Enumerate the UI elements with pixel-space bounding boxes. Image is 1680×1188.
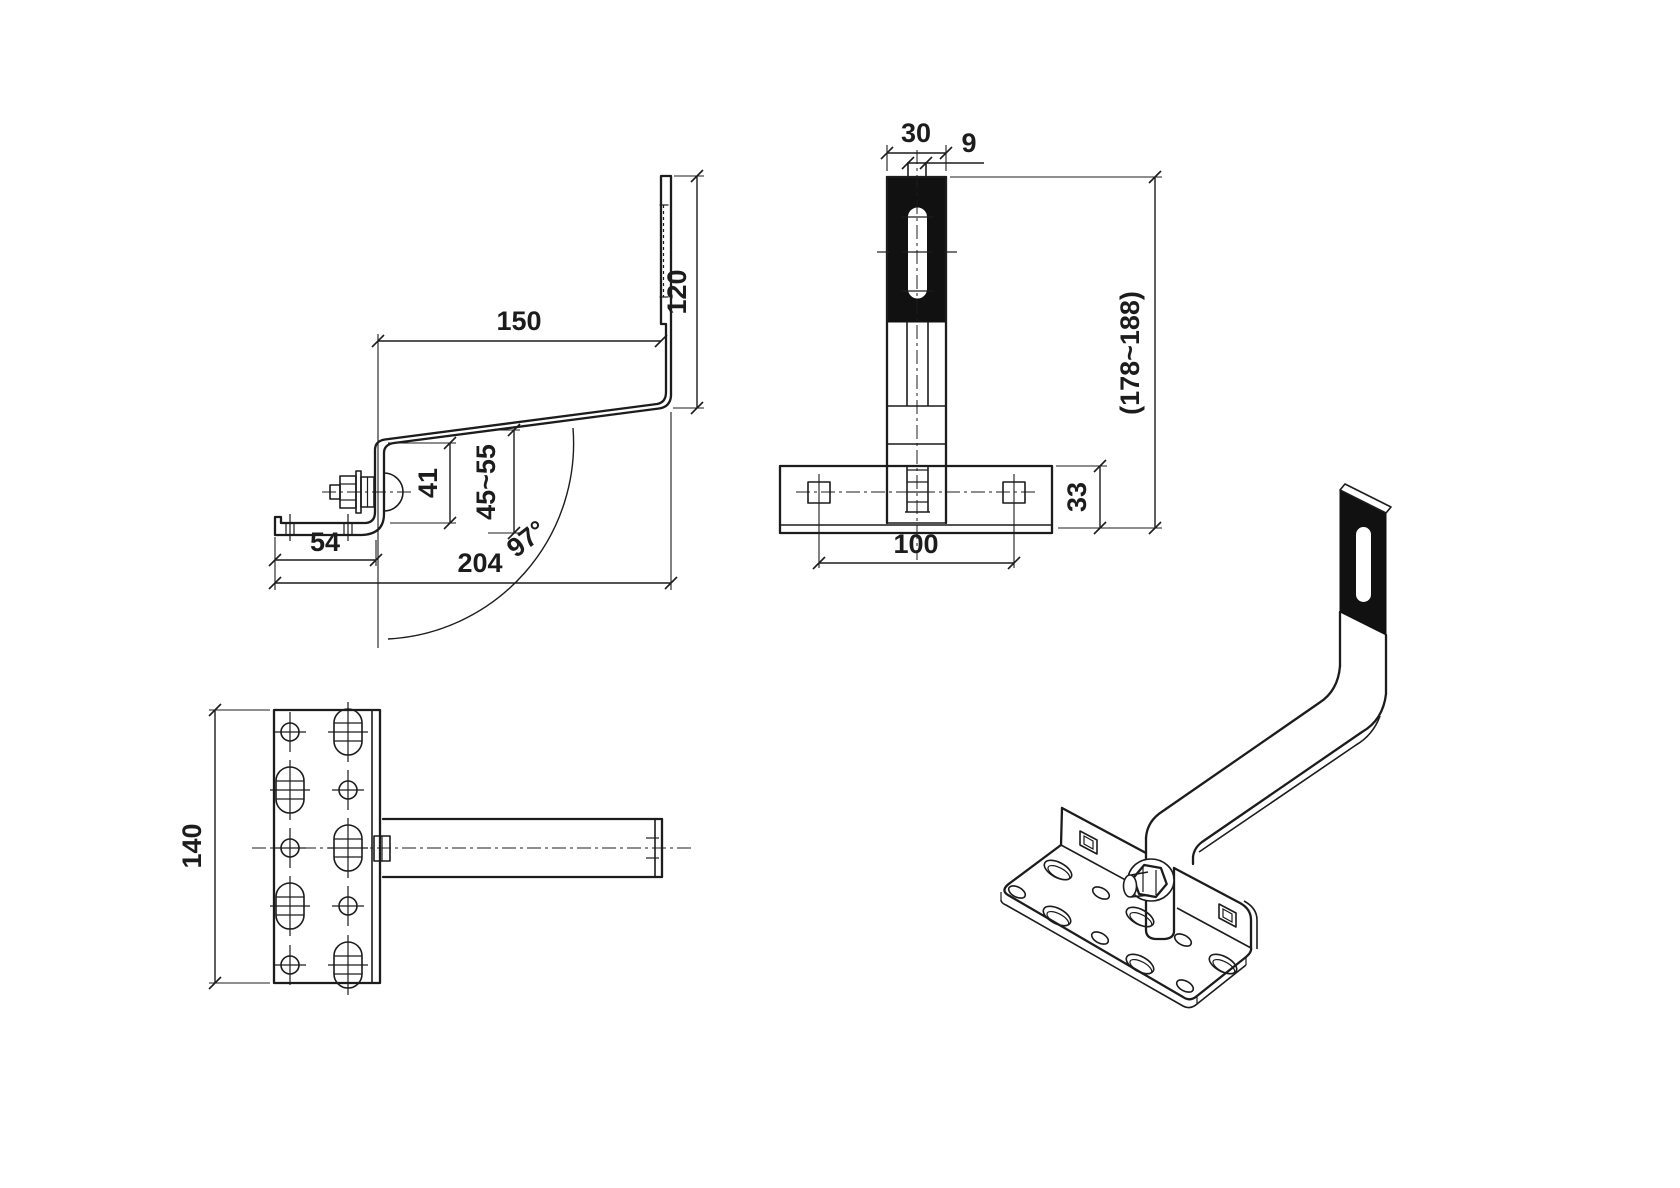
slotted-holes-top-view [270,702,368,995]
strap-nut-stack [905,466,930,513]
dim-178-188: (178~188) [950,170,1162,535]
iso-bar-cap [1339,483,1392,514]
dim-120: 120 [662,169,704,415]
front-view: 30 9 (178~188) 33 100 [778,118,1162,570]
dim-30-label: 30 [901,118,931,148]
dim-41-label: 41 [413,468,443,498]
iso-strap-tab [1144,836,1176,941]
dim-178-188-label: (178~188) [1115,291,1145,415]
dim-9-label: 9 [961,128,976,158]
dim-33-label: 33 [1062,482,1092,512]
iso-square-hole-left [1079,830,1098,855]
base-hole-mark-1 [285,514,295,541]
iso-slotted-holes [1042,859,1238,975]
dim-45-55-label: 45~55 [471,444,501,520]
angle-arc [387,427,575,640]
dim-140: 140 [177,703,270,990]
iso-plate-face [1003,843,1253,1001]
base-hole-mark-2 [343,514,353,541]
dim-9: 9 [901,128,984,170]
dim-41: 41 [388,436,457,530]
iso-hex-bolt [1122,858,1175,902]
dim-120-label: 120 [662,269,692,314]
iso-bar [1338,483,1392,696]
dim-140-label: 140 [177,823,207,868]
iso-plate-thickness [1000,899,1247,1009]
dim-54-label: 54 [310,527,340,557]
iso-back-flange [1059,806,1258,950]
dim-100-label: 100 [893,529,938,559]
dim-150-label: 150 [496,306,541,336]
dim-100: 100 [812,529,1021,570]
dim-33: 33 [1056,459,1107,535]
iso-arm [1144,664,1388,866]
dim-97-label: 97° [501,515,552,564]
iso-square-hole-right [1218,903,1237,928]
dim-30: 30 [880,118,953,171]
iso-round-holes [1007,885,1195,993]
hex-bolt-side [322,470,414,514]
top-view: 140 [177,702,695,995]
iso-slot [1356,527,1371,602]
bolt-boss-halfcircle [383,472,404,512]
base-plate-front [778,464,1054,535]
side-view: 150 120 41 45~55 [268,169,704,648]
iso-bolt-stub [1122,874,1138,898]
dim-54: 54 [268,527,383,567]
dim-204-label: 204 [457,548,502,578]
isometric-view [1000,483,1392,1009]
dim-45-55: 45~55 [471,423,521,540]
dim-150: 150 [371,306,668,648]
dim-204: 204 [268,412,678,590]
round-holes-top-view [274,712,364,985]
